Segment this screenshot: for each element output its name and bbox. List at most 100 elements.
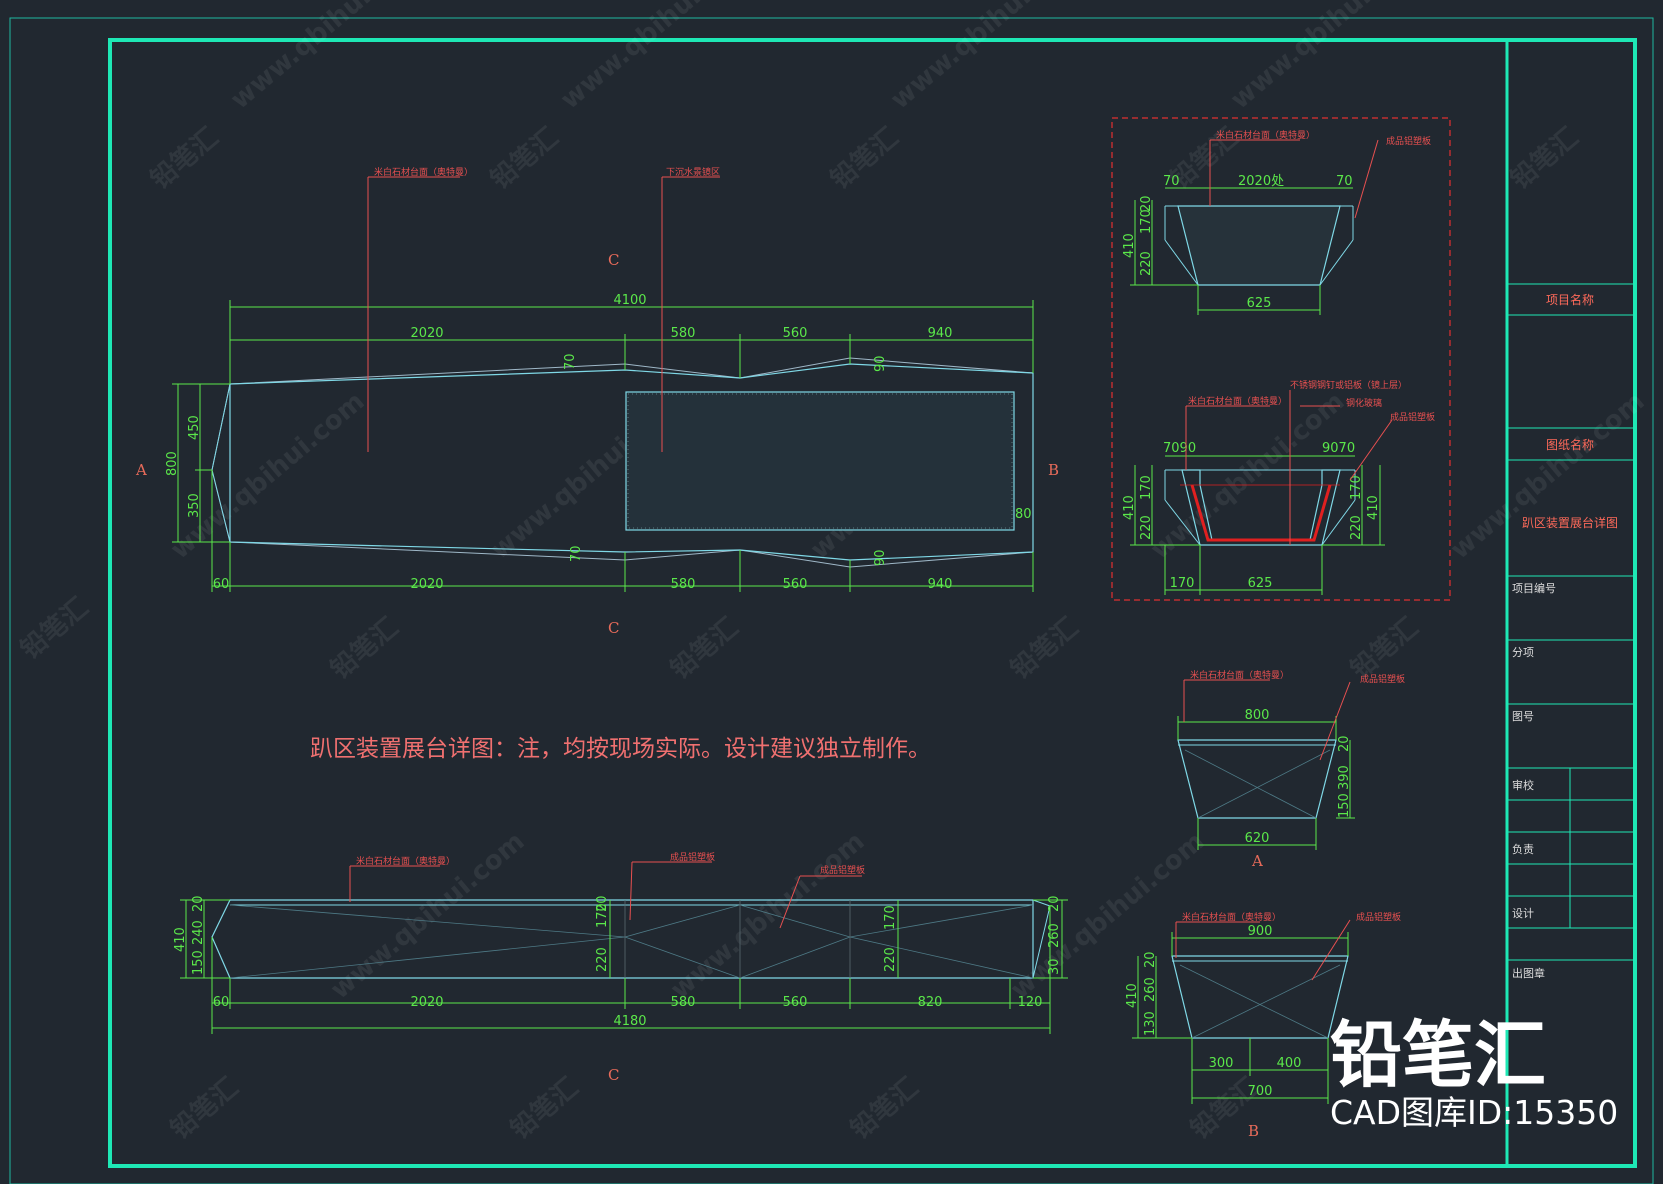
watermark-text: 铅笔汇 [1005, 611, 1085, 685]
watermark-text: www.qbihui.com [1225, 0, 1430, 115]
s1-dim-left-170: 170 [1139, 209, 1154, 234]
brand-logo-text: 铅笔汇 [1330, 1013, 1546, 1097]
watermark-text: 铅笔汇 [325, 611, 405, 685]
s1-label-stone: 米白石材台面（奥特曼） [1216, 129, 1315, 141]
elev-label-board-2: 成品铝塑板 [820, 864, 865, 876]
tb-drawing-name-label: 图纸名称 [1546, 437, 1594, 452]
tb-stamp: 出图章 [1512, 966, 1545, 980]
tb-project-no: 项目编号 [1512, 581, 1556, 595]
watermark-text: 铅笔汇 [845, 1071, 925, 1145]
watermark-text: 铅笔汇 [825, 121, 905, 195]
s2-dim-left-410: 410 [1122, 495, 1137, 520]
section1-body [1177, 205, 1341, 286]
recess-area [625, 391, 1015, 531]
s1-dim-left-410: 410 [1122, 233, 1137, 258]
elev-dim-mid-20: 20 [595, 895, 610, 912]
dim-top-2: 580 [671, 326, 696, 341]
sb-dim-left-130: 130 [1143, 1011, 1158, 1036]
sb-label-board: 成品铝塑板 [1356, 911, 1401, 923]
section-marker-a: A [135, 461, 147, 479]
watermark-text: www.qbihui.com [165, 386, 370, 565]
section-b: 900 20 260 130 410 300 400 700 米白石材台面（奥特… [1125, 911, 1401, 1140]
s2-dim-top-left: 7090 [1163, 441, 1196, 456]
sa-dim-right-150: 150 [1337, 793, 1352, 818]
elev-dim-right-260: 260 [1047, 923, 1062, 948]
elev-label-stone: 米白石材台面（奥特曼） [356, 855, 455, 867]
sa-dim-right-20: 20 [1337, 735, 1352, 752]
section-2: 7090 9070 170 220 410 170 220 410 170 62… [1122, 379, 1435, 595]
s2-dim-right-170: 170 [1349, 475, 1364, 500]
s1-dim-bottom-625: 625 [1247, 296, 1272, 311]
s1-dim-left-220: 220 [1139, 251, 1154, 276]
elev-dim-bottom-120: 120 [1018, 995, 1043, 1010]
watermark-text: www.qbihui.com [885, 0, 1090, 115]
sa-dim-top-800: 800 [1245, 708, 1270, 723]
dim-offset-70-bottom: 70 [569, 545, 584, 562]
watermark-text: 铅笔汇 [485, 121, 565, 195]
tb-design: 设计 [1512, 907, 1534, 920]
sa-label-stone: 米白石材台面（奥特曼） [1190, 669, 1289, 681]
watermark-text: www.qbihui.com [1005, 826, 1210, 1005]
sa-dim-right-390: 390 [1337, 765, 1352, 790]
watermark-text: www.qbihui.com [225, 0, 430, 115]
elev-dim-left-240: 240 [191, 920, 206, 945]
dim-bottom-3: 560 [783, 577, 808, 592]
s1-dim-top-70-right: 70 [1336, 174, 1353, 189]
plan-view: 4100 2020 580 560 940 70 90 60 2020 580 … [135, 166, 1059, 637]
section-marker-b: B [1048, 461, 1059, 479]
drawing-note: 趴区装置展台详图：注，均按现场实际。设计建议独立制作。 [310, 736, 931, 762]
sb-dim-top-900: 900 [1248, 924, 1273, 939]
label-stone-top: 米白石材台面（奥特曼） [374, 166, 473, 178]
elev-dim-mid2-220: 220 [883, 947, 898, 972]
tb-item: 分项 [1512, 646, 1534, 659]
elev-marker-c: C [608, 1066, 619, 1084]
watermark-text: 铅笔汇 [1505, 121, 1585, 195]
s2-label-stone: 米白石材台面（奥特曼） [1188, 395, 1287, 407]
sb-label-stone: 米白石材台面（奥特曼） [1182, 911, 1281, 923]
section-marker-c-top: C [608, 251, 619, 269]
tb-review: 负责 [1512, 842, 1534, 856]
sb-dim-left-20: 20 [1143, 951, 1158, 968]
dim-left-450: 450 [187, 415, 202, 440]
outer-frame [9, 17, 1654, 1184]
s2-dim-right-220: 220 [1349, 515, 1364, 540]
s2-dim-left-170: 170 [1139, 475, 1154, 500]
elev-dim-bottom-820: 820 [918, 995, 943, 1010]
elev-dim-mid2-170: 170 [883, 905, 898, 930]
watermark-text: 铅笔汇 [165, 1071, 245, 1145]
brand-id: CAD图库ID:15350 [1330, 1093, 1618, 1132]
tb-drawing-name: 趴区装置展台详图 [1522, 515, 1618, 530]
elev-dim-mid-220: 220 [595, 947, 610, 972]
s2-dim-bottom-625: 625 [1248, 576, 1273, 591]
s1-label-board: 成品铝塑板 [1386, 135, 1431, 147]
sb-dim-bottom-700: 700 [1248, 1084, 1273, 1099]
s2-dim-right-410: 410 [1366, 495, 1381, 520]
s2-label-steel: 不锈钢钢钉或铝板（镜上层） [1290, 379, 1407, 391]
sb-dim-left-410: 410 [1125, 983, 1140, 1008]
elev-dim-bottom-60: 60 [213, 995, 230, 1010]
elev-label-board-1: 成品铝塑板 [670, 851, 715, 863]
sb-dim-bottom-400: 400 [1277, 1056, 1302, 1071]
dim-top-4: 940 [928, 326, 953, 341]
drawing-border [108, 38, 1637, 1168]
elevation-outline [211, 899, 1034, 979]
dim-top-3: 560 [783, 326, 808, 341]
elev-dim-mid-170: 170 [595, 903, 610, 928]
watermark-text: 铅笔汇 [505, 1071, 585, 1145]
dim-bottom-1: 2020 [410, 577, 443, 592]
dim-overall-top: 4100 [613, 293, 646, 308]
sb-dim-left-260: 260 [1143, 977, 1158, 1002]
section-a: 800 20 390 150 620 米白石材台面（奥特曼） 成品铝塑板 A [1177, 669, 1405, 870]
section-marker-c-bottom: C [608, 619, 619, 637]
dim-bottom-offset: 60 [213, 577, 230, 592]
elev-dim-bottom-560: 560 [783, 995, 808, 1010]
dim-bottom-4: 940 [928, 577, 953, 592]
s2-dim-left-220: 220 [1139, 515, 1154, 540]
section-b-body [1171, 955, 1349, 1039]
dim-offset-90-bottom: 90 [873, 549, 888, 566]
s1-dim-left-20: 20 [1139, 195, 1154, 212]
watermark-text: 铅笔汇 [665, 611, 745, 685]
dim-top-1: 2020 [410, 326, 443, 341]
sb-marker: B [1248, 1122, 1259, 1140]
